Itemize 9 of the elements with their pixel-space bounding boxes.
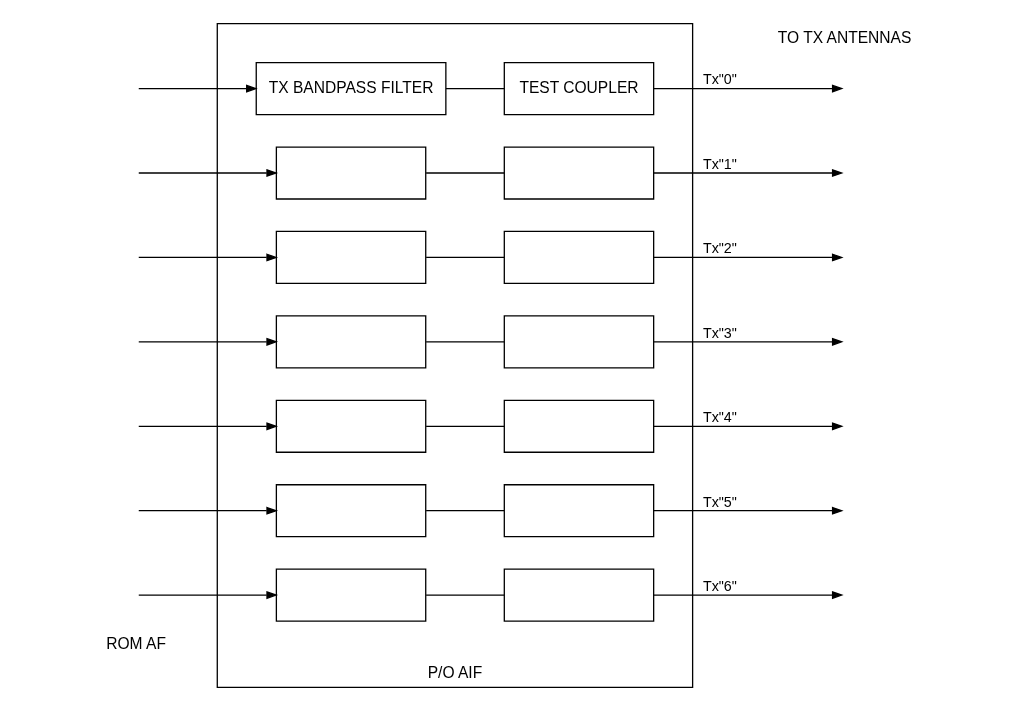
edge-label: Tx"0" — [702, 71, 737, 88]
edge-label: Tx"1" — [702, 155, 737, 172]
label: TO TX ANTENNAS — [777, 29, 911, 47]
label: ROM AF — [105, 634, 166, 652]
edge-label: Tx"3" — [702, 324, 737, 341]
edge-label: Tx"6" — [702, 577, 737, 594]
edge-label: Tx"2" — [702, 240, 737, 257]
edge-label: Tx"5" — [702, 493, 737, 510]
edge-label: Tx"4" — [702, 409, 737, 426]
